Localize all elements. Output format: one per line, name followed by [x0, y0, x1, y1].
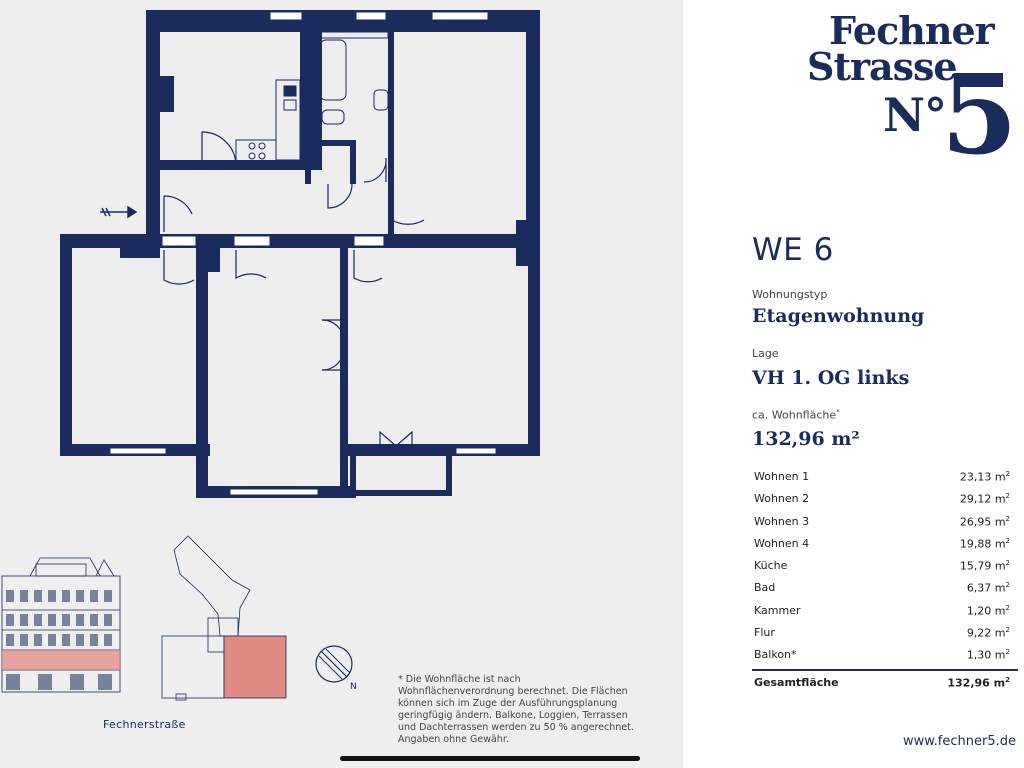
- room-name: Balkon*: [754, 648, 797, 662]
- room-area-table: Wohnen 1 23,13 m2 Wohnen 2 29,12 m2 Wohnen…: [752, 466, 1018, 667]
- compass-letter: N: [350, 682, 357, 692]
- table-row: Kammer 1,20 m2: [752, 600, 1018, 622]
- room-name: Küche: [754, 559, 788, 573]
- total-value: 132,96 m2: [947, 676, 1010, 690]
- street-label: Fechnerstraße: [103, 718, 186, 731]
- room-area: 29,12 m2: [959, 492, 1010, 506]
- brand-logo: Fechner Strasse N° 5: [805, 8, 1018, 179]
- logo-number-sign: N°: [883, 88, 947, 142]
- logo-line-2: Strasse: [807, 44, 958, 89]
- table-row: Wohnen 1 23,13 m2: [752, 466, 1018, 488]
- website-link[interactable]: www.fechner5.de: [902, 734, 1016, 749]
- room-area: 1,20 m2: [966, 603, 1010, 618]
- room-name: Wohnen 3: [754, 514, 810, 528]
- footnote: * Die Wohnfläche ist nach Wohnflächenver…: [398, 674, 634, 745]
- location-label: Lage: [752, 347, 779, 360]
- table-row: Wohnen 2 29,12 m2: [752, 488, 1018, 510]
- area-label: ca. Wohnfläche*: [752, 408, 840, 422]
- room-area: 23,13 m2: [959, 470, 1010, 484]
- location-value: VH 1. OG links: [752, 367, 910, 389]
- home-indicator[interactable]: [340, 756, 640, 761]
- room-name: Flur: [754, 626, 775, 640]
- room-name: Wohnen 4: [754, 536, 810, 550]
- table-row: Wohnen 4 19,88 m2: [752, 533, 1018, 555]
- room-name: Wohnen 1: [754, 470, 810, 483]
- room-area: 19,88 m2: [959, 536, 1010, 551]
- type-label: Wohnungstyp: [752, 288, 828, 301]
- area-label-text: ca. Wohnfläche: [752, 408, 837, 422]
- room-area: 9,22 m2: [966, 626, 1010, 640]
- room-name: Wohnen 2: [754, 492, 810, 506]
- table-row: Wohnen 3 26,95 m2: [752, 511, 1018, 533]
- site-plan: [161, 535, 287, 701]
- total-label: Gesamtfläche: [754, 676, 839, 689]
- table-row: Bad 6,37 m2: [752, 577, 1018, 599]
- table-row: Küche 15,79 m2: [752, 555, 1018, 577]
- area-value: 132,96 m²: [752, 428, 860, 450]
- floor-plan: [60, 10, 540, 498]
- compass-icon: N: [315, 645, 357, 692]
- room-area: 1,30 m2: [966, 648, 1010, 663]
- info-panel: [683, 0, 1024, 768]
- total-divider: [752, 669, 1018, 671]
- room-area: 15,79 m2: [959, 559, 1010, 573]
- room-area: 26,95 m2: [959, 514, 1010, 529]
- facade-elevation: [1, 557, 121, 693]
- area-label-mark: *: [836, 408, 840, 416]
- logo-line-1: Fechner: [829, 8, 995, 53]
- logo-number: 5: [941, 50, 1018, 179]
- type-value: Etagenwohnung: [752, 305, 925, 327]
- room-name: Kammer: [754, 603, 801, 617]
- room-name: Bad: [754, 581, 776, 595]
- table-row: Flur 9,22 m2: [752, 622, 1018, 644]
- table-row: Balkon* 1,30 m2: [752, 644, 1018, 666]
- room-area: 6,37 m2: [966, 581, 1010, 596]
- unit-title: WE 6: [752, 232, 834, 268]
